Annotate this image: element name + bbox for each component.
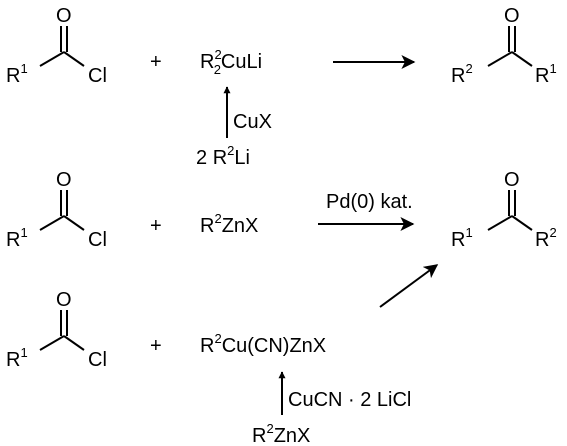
prep-reagent-3: CuCN · 2 LiCl — [288, 389, 411, 411]
oxygen-label: O — [56, 289, 72, 311]
svg-text:R2: R2 — [535, 225, 557, 251]
r-superscript: 1 — [20, 345, 27, 360]
svg-text:R1: R1 — [6, 225, 28, 251]
prep-reagent-1: CuX — [233, 111, 272, 133]
r-label: R — [6, 349, 20, 371]
acid-chloride-3: O R1 Cl — [6, 289, 107, 371]
r-left-label: R — [451, 229, 465, 251]
r-label: R — [6, 229, 20, 251]
r-superscript: 1 — [20, 225, 27, 240]
catalyst-label: Pd(0) kat. — [326, 191, 413, 213]
oxygen-label: O — [56, 5, 72, 27]
svg-text:R1: R1 — [6, 61, 28, 87]
r-left-superscript: 1 — [465, 225, 472, 240]
oxygen-label: O — [56, 169, 72, 191]
organozinc-reagent: R2ZnX — [200, 211, 258, 237]
plus-sign-2: + — [150, 215, 162, 237]
zinc-cuprate-reagent: R2Cu(CN)ZnX — [200, 331, 326, 357]
ketone-product-2: O R1 R2 — [451, 169, 557, 251]
oxygen-label: O — [504, 169, 520, 191]
reaction-arrow-3 — [379, 264, 439, 308]
acid-chloride-2: O R1 Cl — [6, 169, 107, 251]
prep-source-3: R2ZnX — [252, 421, 310, 446]
r-right-superscript: 1 — [549, 61, 556, 76]
r-left-label: R — [451, 65, 465, 87]
plus-sign-3: + — [150, 335, 162, 357]
chlorine-label: Cl — [88, 65, 107, 87]
plus-sign-1: + — [150, 51, 162, 73]
r-right-superscript: 2 — [549, 225, 556, 240]
svg-text:R1: R1 — [451, 225, 473, 251]
acid-chloride-1: O R1 Cl — [6, 5, 107, 87]
svg-text:R1: R1 — [6, 345, 28, 371]
chlorine-label: Cl — [88, 229, 107, 251]
ketone-product-1: O R2 R1 — [451, 5, 557, 87]
chlorine-label: Cl — [88, 349, 107, 371]
r-right-label: R — [535, 229, 549, 251]
svg-text:R1: R1 — [535, 61, 557, 87]
r-left-superscript: 2 — [465, 61, 472, 76]
r-right-label: R — [535, 65, 549, 87]
oxygen-label: O — [504, 5, 520, 27]
r-label: R — [6, 65, 20, 87]
prep-source-1: 2 R2Li — [196, 143, 250, 169]
svg-text:R2: R2 — [451, 61, 473, 87]
r-superscript: 1 — [20, 61, 27, 76]
